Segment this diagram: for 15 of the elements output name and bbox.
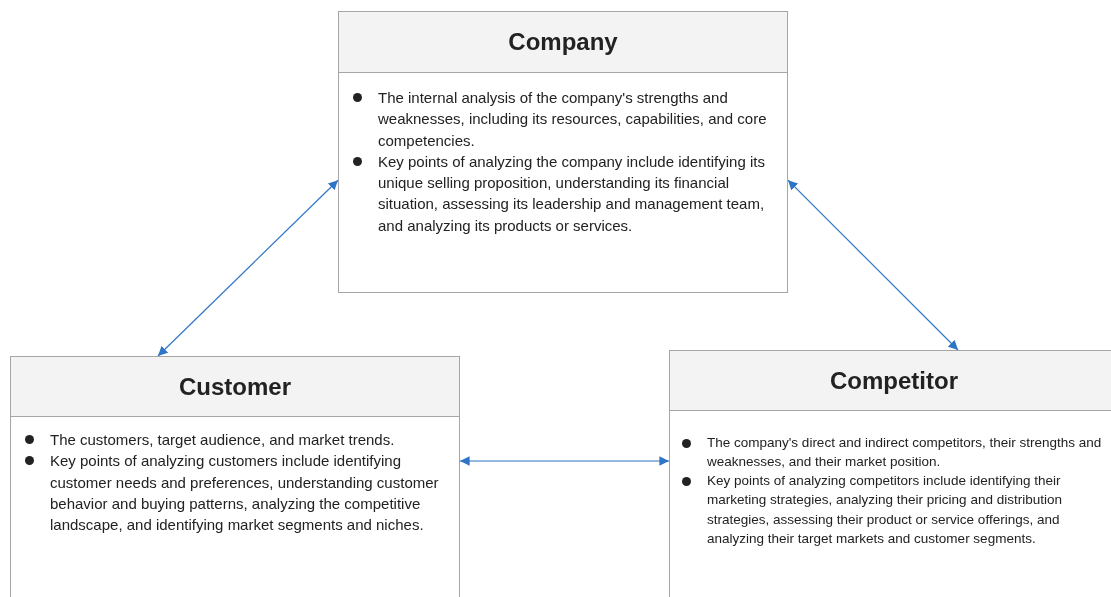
double-arrow [157, 179, 339, 357]
bullet-text: Key points of analyzing customers include identifying customer needs and preferences, understanding customer behavior and buying patterns, analyzing the competitive landscape, and identifying market segments and niches. [50, 451, 440, 536]
card-title: Competitor [830, 365, 958, 396]
bullet-text: The internal analysis of the company's strengths and weaknesses, including its resources, capabilities, and core competencies. [378, 88, 768, 151]
bullet-text: The customers, target audience, and market trends. [50, 430, 395, 450]
card-panel [10, 356, 460, 597]
double-arrow [787, 179, 959, 351]
bullet-text: The company's direct and indirect competitors, their strengths and weaknesses, and their market position. [707, 434, 1103, 472]
card-panel [669, 350, 1111, 597]
card-title: Company [508, 27, 618, 57]
bullet-text: Key points of analyzing the company include identifying its unique selling proposition, understanding its financial situation, assessing its leadership and management team, and analyzing its products or services. [378, 151, 766, 236]
double-arrow [459, 456, 670, 466]
bullet-text: Key points of analyzing competitors include identifying their marketing strategies, analyzing their pricing and distribution strategies, assessing their product or service offerings, and analyzing their target markets and customer segments. [707, 472, 1063, 548]
card-panel [338, 11, 788, 293]
card-title: Customer [179, 371, 291, 402]
